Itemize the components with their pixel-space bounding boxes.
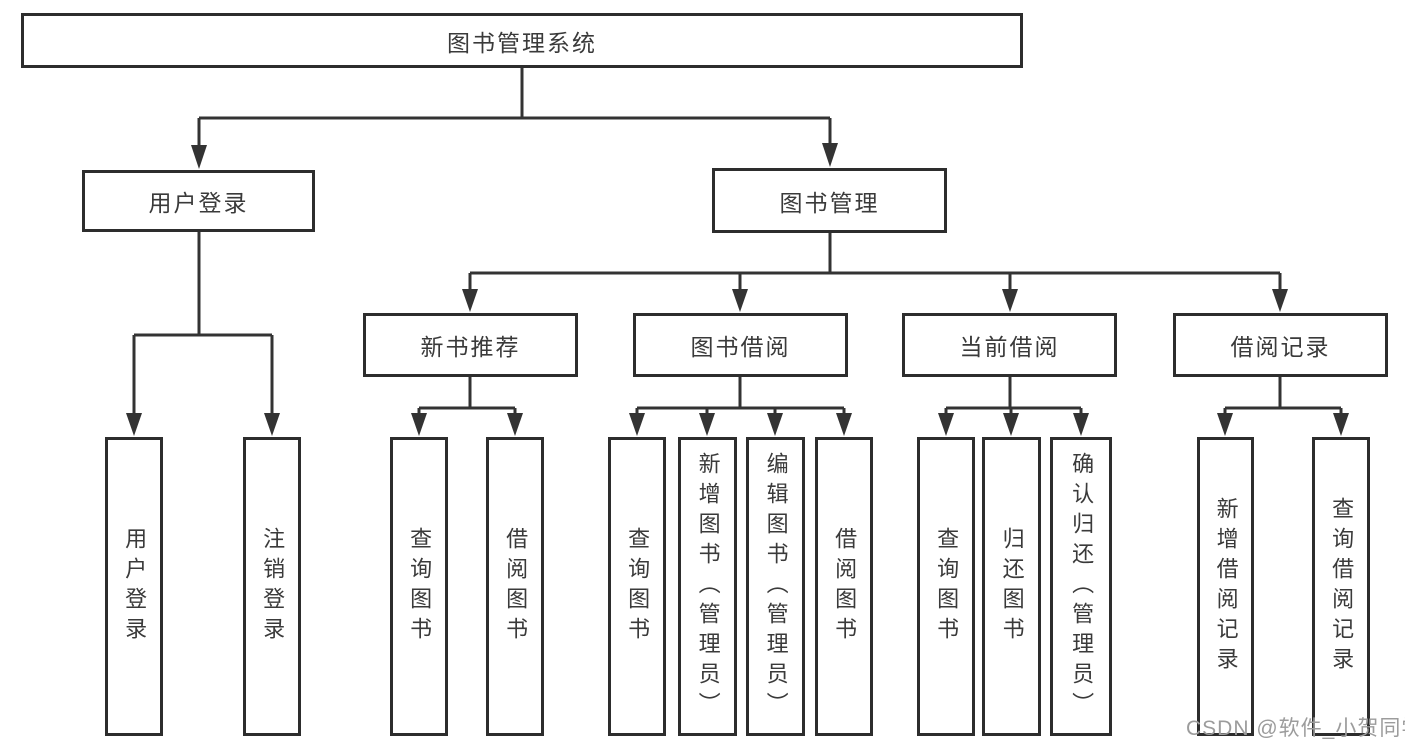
arrowhead-icon (1217, 413, 1233, 436)
leaf-return-books: 归还图书 (982, 437, 1041, 736)
leaf-label: 用户登录 (122, 526, 148, 647)
arrowhead-icon (767, 413, 783, 436)
node-borrowing-records: 借阅记录 (1173, 313, 1388, 377)
arrowhead-icon (1333, 413, 1349, 436)
arrowhead-icon (411, 413, 427, 436)
arrowhead-icon (938, 413, 954, 436)
leaf-label: 归还图书 (999, 526, 1025, 647)
csdn-watermark: CSDN @软件_小贺同学 (1186, 717, 1405, 740)
leaf-label: 查询图书 (407, 526, 433, 647)
arrowhead-icon (1003, 413, 1019, 436)
arrowhead-icon (264, 413, 280, 436)
leaf-query-borrow-record: 查询借阅记录 (1312, 437, 1370, 736)
leaf-query-books-current: 查询图书 (917, 437, 975, 736)
leaf-confirm-return-admin: 确认归还（管理员） (1050, 437, 1112, 736)
leaf-label: 确认归还（管理员） (1069, 451, 1095, 722)
arrowhead-icon (822, 143, 838, 167)
arrowhead-icon (836, 413, 852, 436)
arrowhead-icon (126, 413, 142, 436)
leaf-label: 借阅图书 (503, 526, 529, 647)
arrowhead-icon (462, 289, 478, 312)
node-user-login: 用户登录 (82, 170, 315, 232)
leaf-add-books-admin: 新增图书（管理员） (678, 437, 737, 736)
node-book-management: 图书管理 (712, 168, 947, 233)
leaf-label: 编辑图书（管理员） (763, 451, 789, 722)
leaf-borrow-books-recommend: 借阅图书 (486, 437, 544, 736)
node-book-borrowing: 图书借阅 (633, 313, 848, 377)
leaf-query-books-borrowing: 查询图书 (608, 437, 666, 736)
arrowhead-icon (699, 413, 715, 436)
leaf-label: 查询借阅记录 (1329, 496, 1355, 677)
arrowhead-icon (1272, 289, 1288, 312)
node-library-system: 图书管理系统 (21, 13, 1023, 68)
leaf-edit-books-admin: 编辑图书（管理员） (746, 437, 805, 736)
leaf-borrow-books: 借阅图书 (815, 437, 873, 736)
leaf-label: 借阅图书 (832, 526, 858, 647)
node-current-borrowing: 当前借阅 (902, 313, 1117, 377)
leaf-label: 查询图书 (625, 526, 651, 647)
leaf-label: 查询图书 (934, 526, 960, 647)
leaf-query-books-recommend: 查询图书 (390, 437, 448, 736)
leaf-label: 新增借阅记录 (1213, 496, 1239, 677)
arrowhead-icon (1002, 289, 1018, 312)
arrowhead-icon (732, 289, 748, 312)
arrowhead-icon (191, 145, 207, 169)
leaf-label: 注销登录 (260, 526, 286, 647)
arrowhead-icon (507, 413, 523, 436)
leaf-logout: 注销登录 (243, 437, 301, 736)
arrowhead-icon (629, 413, 645, 436)
leaf-add-borrow-record: 新增借阅记录 (1197, 437, 1254, 736)
leaf-user-login: 用户登录 (105, 437, 163, 736)
leaf-label: 新增图书（管理员） (695, 451, 721, 722)
arrowhead-icon (1073, 413, 1089, 436)
node-new-book-recommend: 新书推荐 (363, 313, 578, 377)
